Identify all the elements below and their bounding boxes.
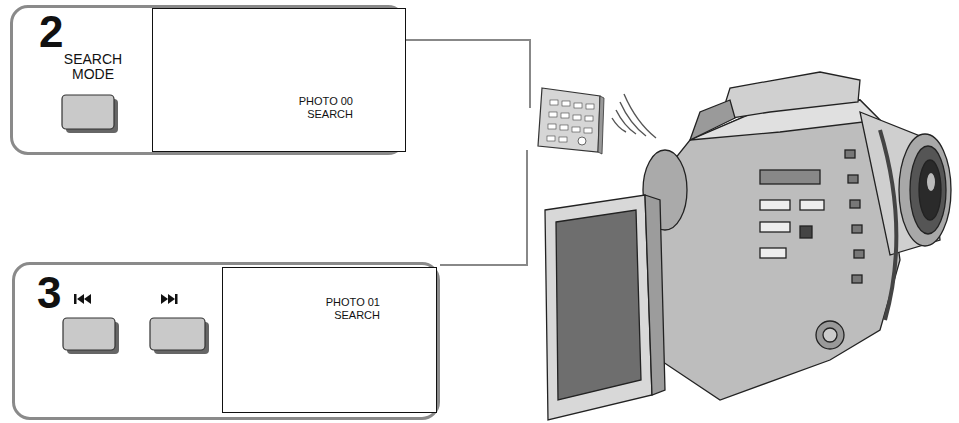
step-number: 3 [37, 271, 61, 315]
prev-symbol [74, 294, 91, 304]
remote-control [538, 88, 604, 154]
button-label: SEARCH MODE [53, 52, 133, 81]
screen-text: PHOTO 01 SEARCH [314, 296, 380, 321]
leader-line [440, 150, 527, 265]
prev-button [63, 318, 115, 350]
search-mode-button [62, 95, 114, 129]
camcorder [545, 72, 951, 420]
next-button [150, 318, 205, 350]
screen-display: PHOTO 00 SEARCH [152, 8, 406, 152]
ir-waves [612, 94, 656, 138]
leader-line [406, 40, 530, 108]
next-symbol [161, 294, 178, 304]
step-panel: 3PHOTO 01 SEARCH [12, 262, 440, 420]
step-panel: 2SEARCH MODE PHOTO 00 SEARCH [10, 5, 406, 155]
screen-text: PHOTO 00 SEARCH [287, 95, 353, 120]
step-number: 2 [39, 10, 63, 54]
screen-display: PHOTO 01 SEARCH [222, 267, 437, 413]
